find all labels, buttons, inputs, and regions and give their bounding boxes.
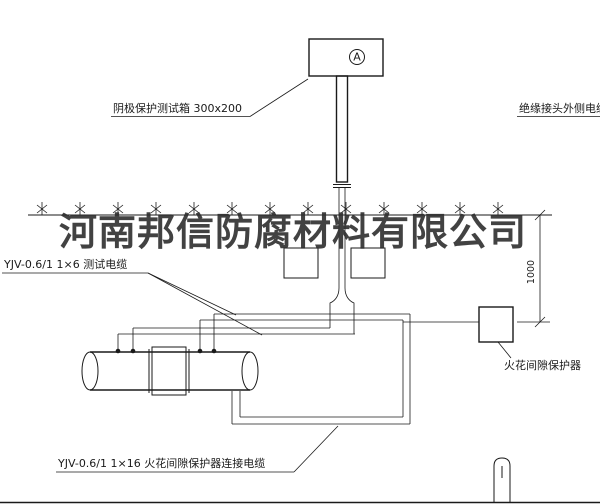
riser-conduit: [333, 75, 351, 288]
ammeter-letter: A: [353, 51, 361, 64]
riser-cable-curves: [329, 287, 355, 334]
spark-gap-protector: [478, 306, 514, 359]
vent-pipe-symbol: [493, 457, 511, 503]
svg-text:YJV-0.6/1 1×16 火花间隙保护器连接电缆: YJV-0.6/1 1×16 火花间隙保护器连接电缆: [57, 456, 265, 470]
cable-terminals: [115, 348, 217, 354]
cable-runs: [117, 313, 479, 425]
pipeline: [81, 346, 259, 396]
label-insulated-cable: 绝缘接头外侧电缆: [517, 101, 600, 117]
dimension-1000: 1000: [517, 209, 550, 328]
insulating-joint: [151, 346, 187, 396]
company-watermark: 河南邦信防腐材料有限公司: [59, 209, 527, 254]
test-box-outline: [308, 38, 384, 77]
label-spark-gap: 火花间隙保护器: [504, 358, 581, 372]
leader-test-cable-2: [147, 272, 263, 336]
dimension-text: 1000: [526, 260, 537, 284]
test-box: A: [308, 38, 384, 77]
pipe-end-left: [81, 351, 99, 391]
spark-gap-leader: [497, 341, 512, 359]
ammeter-icon: [349, 49, 365, 65]
concrete-blocks: [283, 247, 386, 279]
svg-text:绝缘接头外侧电缆: 绝缘接头外侧电缆: [519, 101, 600, 115]
svg-text:YJV-0.6/1 1×6 测试电缆: YJV-0.6/1 1×6 测试电缆: [3, 258, 127, 271]
pipe-end-right: [241, 351, 259, 391]
concrete-block-right: [350, 247, 386, 279]
ground-line: [28, 201, 552, 216]
svg-text:阴极保护测试箱 300x200: 阴极保护测试箱 300x200: [113, 101, 242, 115]
leader-spark-gap-cable: [293, 425, 339, 473]
label-test-cable: YJV-0.6/1 1×6 测试电缆: [2, 258, 263, 336]
leader-test-box: [249, 78, 309, 117]
leader-test-cable-1: [147, 272, 237, 316]
label-spark-gap-cable: YJV-0.6/1 1×16 火花间隙保护器连接电缆: [56, 425, 339, 473]
concrete-block-left: [283, 247, 319, 279]
label-test-box: 阴极保护测试箱 300x200: [111, 78, 309, 117]
